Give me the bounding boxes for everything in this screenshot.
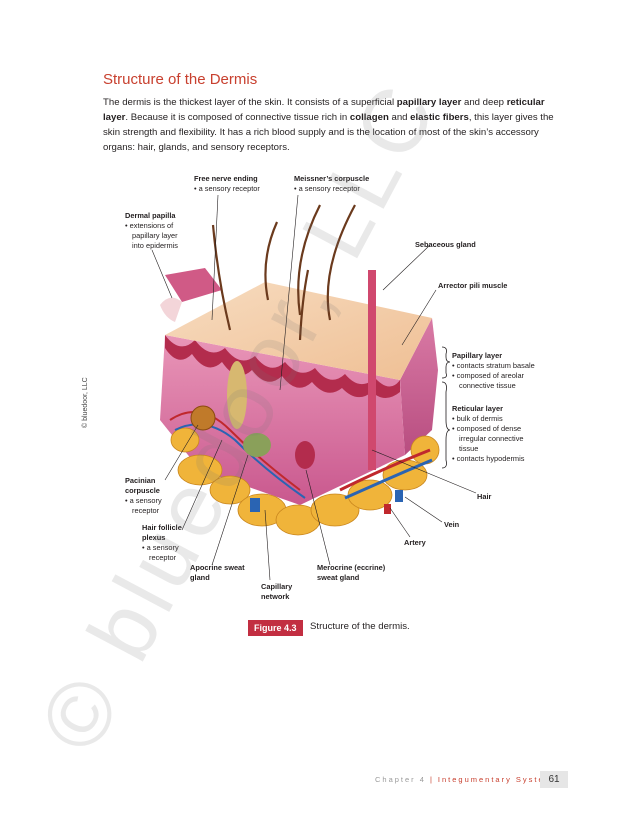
figure-number-badge: Figure 4.3: [248, 620, 303, 636]
label-meissners-corpuscle: Meissner’s corpuscle • a sensory recepto…: [294, 174, 370, 193]
label-vein: Vein: [444, 520, 460, 529]
label-apocrine-sweat-gland: Apocrine sweat gland: [190, 563, 245, 582]
footer-system: Integumentary System: [437, 775, 553, 784]
side-copyright: © bluedoor, LLC: [82, 377, 89, 428]
apocrine-gland-shape: [243, 433, 271, 457]
papillary-band: [165, 335, 400, 398]
pacinian-corpuscle-shape: [190, 405, 216, 431]
label-free-nerve-ending: Free nerve ending • a sensory receptor: [194, 174, 260, 193]
hair-shafts: [211, 204, 356, 341]
label-arrector-pili: Arrector pili muscle: [438, 281, 508, 290]
block-side-face: [400, 318, 438, 455]
sebaceous-gland-shape: [227, 361, 247, 429]
figure-caption: Structure of the dermis.: [310, 621, 410, 632]
hair-follicle: [368, 270, 376, 470]
label-hair: Hair: [477, 492, 492, 501]
page-footer: Chapter 4|Integumentary System: [375, 775, 553, 784]
label-papillary-layer: Papillary layer • contacts stratum basal…: [452, 351, 535, 390]
label-pacinian-corpuscle: Pacinian corpuscle • a sensory receptor: [125, 476, 162, 515]
label-sebaceous-gland: Sebaceous gland: [415, 240, 476, 249]
dermal-papilla-flap: [165, 268, 222, 302]
block-top-face: [165, 282, 432, 380]
label-merocrine-sweat-gland: Merocrine (eccrine) sweat gland: [317, 563, 386, 582]
merocrine-gland-shape: [295, 441, 315, 469]
label-reticular-layer: Reticular layer • bulk of dermis • compo…: [452, 404, 525, 463]
page-number: 61: [540, 771, 568, 788]
label-dermal-papilla: Dermal papilla • extensions of papillary…: [125, 211, 179, 250]
label-artery: Artery: [404, 538, 426, 547]
footer-chapter: Chapter 4: [375, 775, 426, 784]
intro-paragraph: The dermis is the thickest layer of the …: [103, 97, 554, 153]
hypodermis-fat: [170, 427, 440, 536]
label-hair-follicle-plexus: Hair follicle plexus • a sensory recepto…: [142, 523, 182, 562]
label-capillary-network: Capillary network: [261, 582, 293, 601]
section-title: Structure of the Dermis: [103, 71, 258, 88]
